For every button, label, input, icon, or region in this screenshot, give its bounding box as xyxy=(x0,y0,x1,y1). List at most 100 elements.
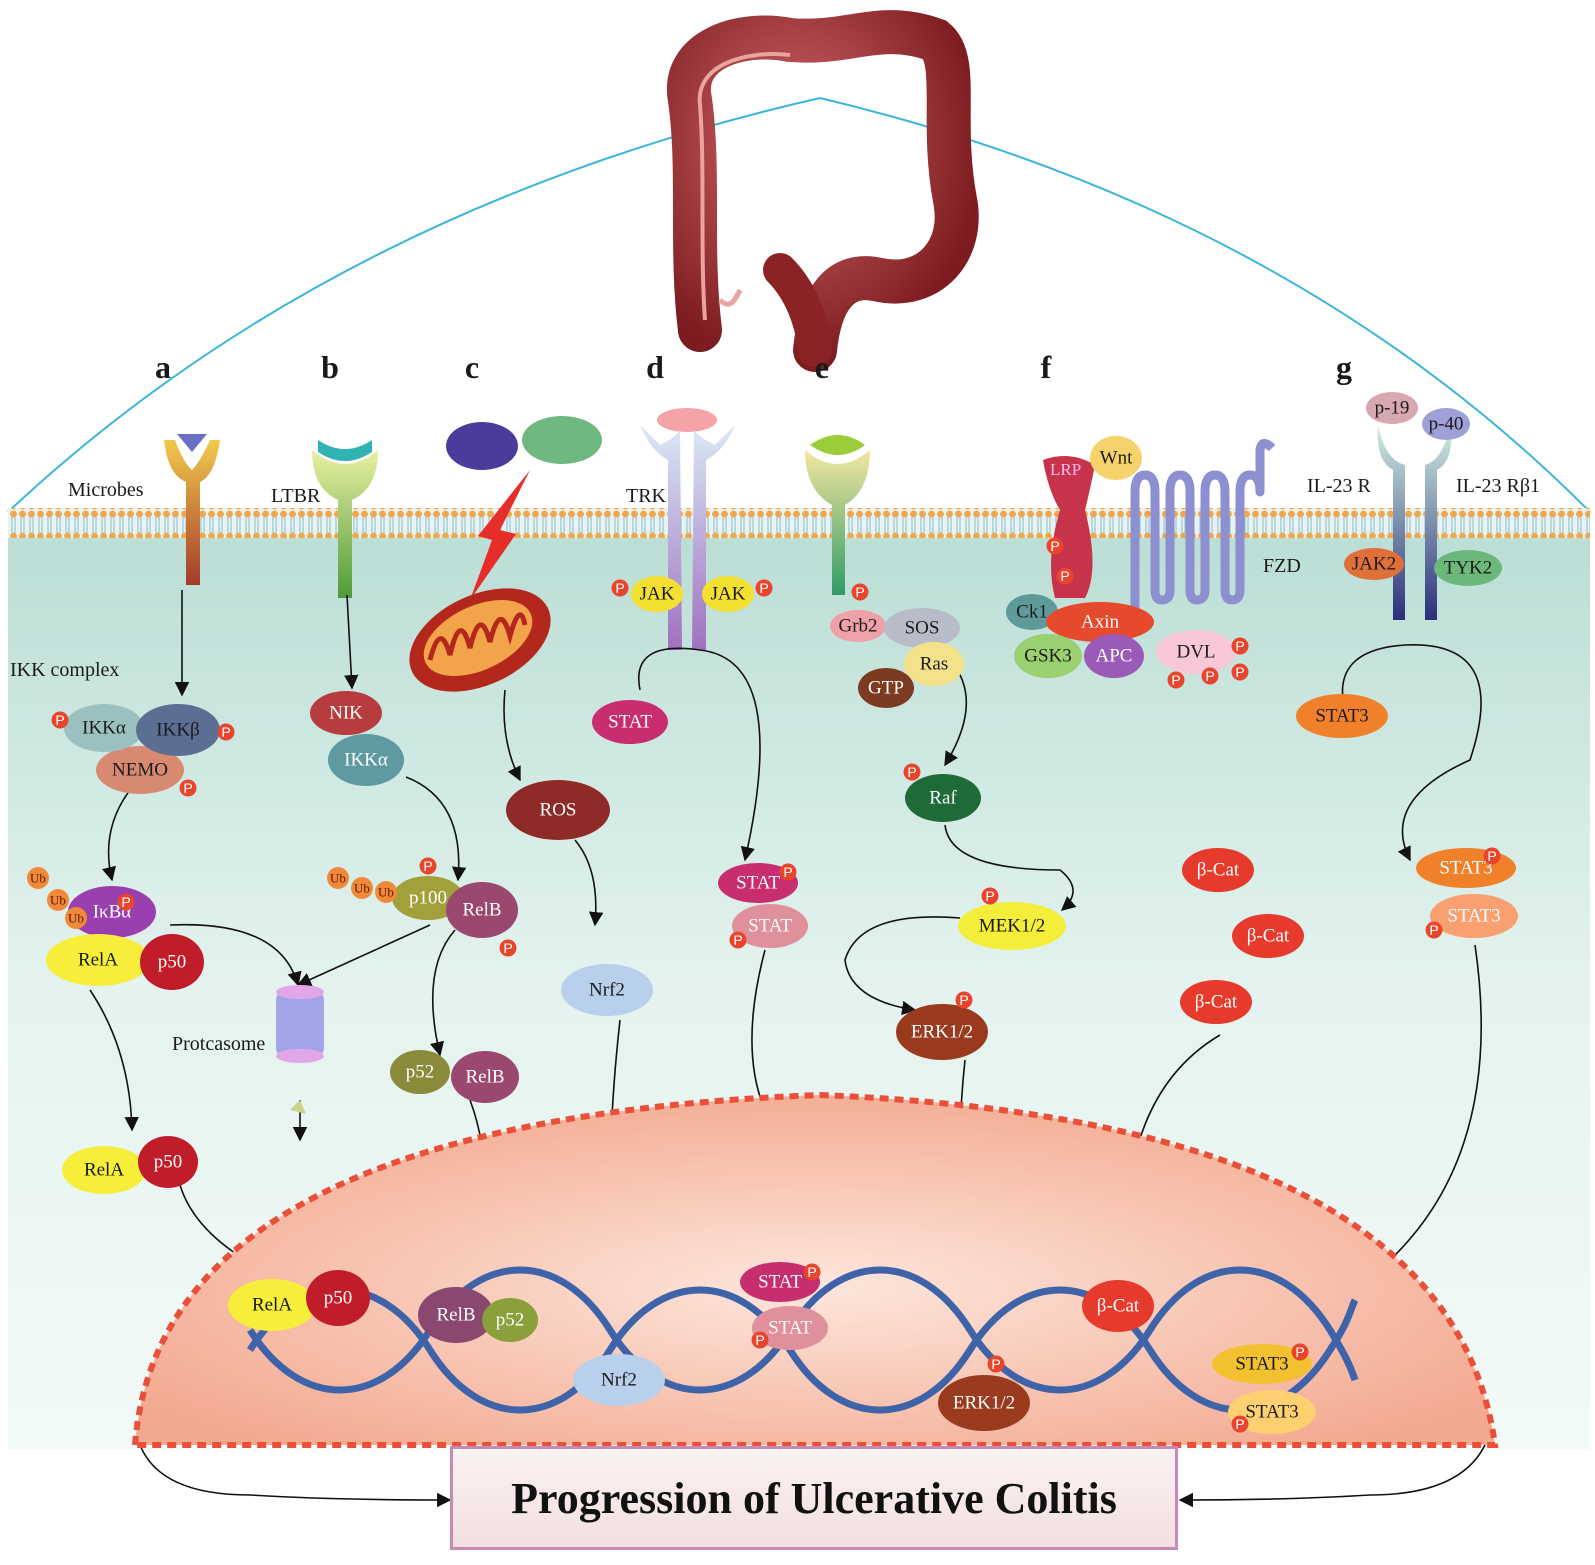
stat3-g: STAT3 xyxy=(1296,694,1388,738)
grb-receptor xyxy=(805,435,870,595)
relb-b: RelB xyxy=(446,882,518,938)
dvl-label: DVL xyxy=(1176,642,1215,663)
stat-d2-label: STAT xyxy=(748,916,792,937)
p100-label: p100 xyxy=(409,888,447,909)
proteasome xyxy=(276,985,324,1114)
svg-text:P: P xyxy=(1060,568,1069,584)
svg-text:P: P xyxy=(1295,1344,1304,1360)
svg-text:P: P xyxy=(1171,672,1180,688)
jak2-label: JAK2 xyxy=(1352,554,1396,575)
ubiquitin: Ub xyxy=(375,881,397,903)
ikka-a-label: IKKα xyxy=(82,718,126,739)
svg-text:P: P xyxy=(985,888,994,904)
svg-text:Ub: Ub xyxy=(354,881,370,896)
jak-left: JAK xyxy=(631,576,683,612)
panel-letter-e: e xyxy=(815,349,829,385)
nemo-label: NEMO xyxy=(112,760,168,781)
panel-letter-c: c xyxy=(465,349,479,385)
gtp: GTP xyxy=(858,668,914,708)
svg-text:P: P xyxy=(423,858,432,874)
bcat-2: β-Cat xyxy=(1232,914,1304,958)
fzd-receptor xyxy=(1130,439,1276,615)
pamp xyxy=(522,416,602,464)
sos: SOS xyxy=(884,608,960,648)
p50-a: p50 xyxy=(140,934,204,990)
mitochondrion xyxy=(409,588,551,692)
svg-text:Ub: Ub xyxy=(50,893,66,908)
stat3-nuc2-label: STAT3 xyxy=(1245,1402,1298,1423)
svg-text:P: P xyxy=(183,780,192,796)
phosphate-badge: P xyxy=(803,1263,821,1281)
stat-d2: STAT xyxy=(732,904,808,948)
svg-text:P: P xyxy=(733,932,742,948)
outcome-box: Progression of Ulcerative Colitis xyxy=(450,1446,1178,1550)
tyk2-label: TYK2 xyxy=(1444,558,1493,579)
p52-nuc-label: p52 xyxy=(496,1310,525,1331)
ros-label: ROS xyxy=(540,800,577,821)
phosphate-badge: P xyxy=(751,1331,769,1349)
ubiquitin: Ub xyxy=(65,907,87,929)
mek-label: MEK1/2 xyxy=(979,916,1046,937)
phosphate-badge: P xyxy=(851,583,869,601)
svg-text:P: P xyxy=(615,580,624,596)
svg-text:P: P xyxy=(1235,1416,1244,1432)
lrp-receptor xyxy=(1043,456,1095,598)
axin: Axin xyxy=(1046,602,1154,642)
phosphate-badge: P xyxy=(1483,847,1501,865)
microbe-receptor xyxy=(164,434,220,585)
stat3-nuc1: STAT3 xyxy=(1212,1344,1312,1384)
stat-d1-label: STAT xyxy=(736,873,780,894)
p19-label: p-19 xyxy=(1375,398,1410,419)
p52-b: p52 xyxy=(390,1050,450,1094)
p50-cyt-label: p50 xyxy=(154,1152,183,1173)
phosphate-badge: P xyxy=(1231,1415,1249,1433)
phosphate-badge: P xyxy=(1167,671,1185,689)
svg-text:Ub: Ub xyxy=(378,885,394,900)
phosphate-badge: P xyxy=(1425,921,1443,939)
panel-letter-g: g xyxy=(1336,349,1352,385)
phosphate-badge: P xyxy=(981,887,999,905)
svg-text:P: P xyxy=(1205,668,1214,684)
il23r-label: IL-23 R xyxy=(1307,475,1372,497)
grb2-label: Grb2 xyxy=(838,616,877,637)
stat3-nuc2: STAT3 xyxy=(1228,1390,1316,1434)
svg-text:P: P xyxy=(855,584,864,600)
ikka-b-label: IKKα xyxy=(344,750,388,771)
nik-label: NIK xyxy=(329,703,363,724)
rela-nuc: RelA xyxy=(228,1279,316,1331)
nemo: NEMO xyxy=(96,746,184,794)
phosphate-badge: P xyxy=(51,711,69,729)
ubiquitin: Ub xyxy=(47,889,69,911)
ubiquitin: Ub xyxy=(327,867,349,889)
svg-text:P: P xyxy=(1429,922,1438,938)
fzd-label: FZD xyxy=(1263,555,1301,577)
svg-text:P: P xyxy=(907,764,916,780)
stat-d: STAT xyxy=(592,700,668,744)
p50-nuc-label: p50 xyxy=(324,1288,353,1309)
erk: ERK1/2 xyxy=(896,1004,988,1060)
ras-label: Ras xyxy=(920,654,949,675)
jak-right: JAK xyxy=(702,576,754,612)
nrf2-nuc: Nrf2 xyxy=(573,1354,665,1406)
apc-label: APC xyxy=(1096,646,1133,667)
cell-membrane xyxy=(8,508,1590,538)
ikka-b: IKKα xyxy=(328,734,404,786)
stat3-nuc1-label: STAT3 xyxy=(1235,1354,1288,1375)
microbes-label: Microbes xyxy=(68,479,144,501)
svg-text:P: P xyxy=(221,724,230,740)
svg-text:P: P xyxy=(1235,638,1244,654)
jak2: JAK2 xyxy=(1344,548,1404,580)
ikkb-label: IKKβ xyxy=(156,720,199,741)
ras: Ras xyxy=(904,642,964,686)
ros: ROS xyxy=(506,780,610,840)
svg-text:P: P xyxy=(807,1264,816,1280)
stat-d1: STAT xyxy=(718,863,798,903)
wnt: Wnt xyxy=(1090,436,1142,480)
svg-text:P: P xyxy=(1050,538,1059,554)
phosphate-badge: P xyxy=(1291,1343,1309,1361)
ltbr-label: LTBR xyxy=(271,485,321,507)
svg-text:Ub: Ub xyxy=(30,871,46,886)
jak-left-label: JAK xyxy=(640,584,675,605)
relb-b2-label: RelB xyxy=(465,1067,504,1088)
